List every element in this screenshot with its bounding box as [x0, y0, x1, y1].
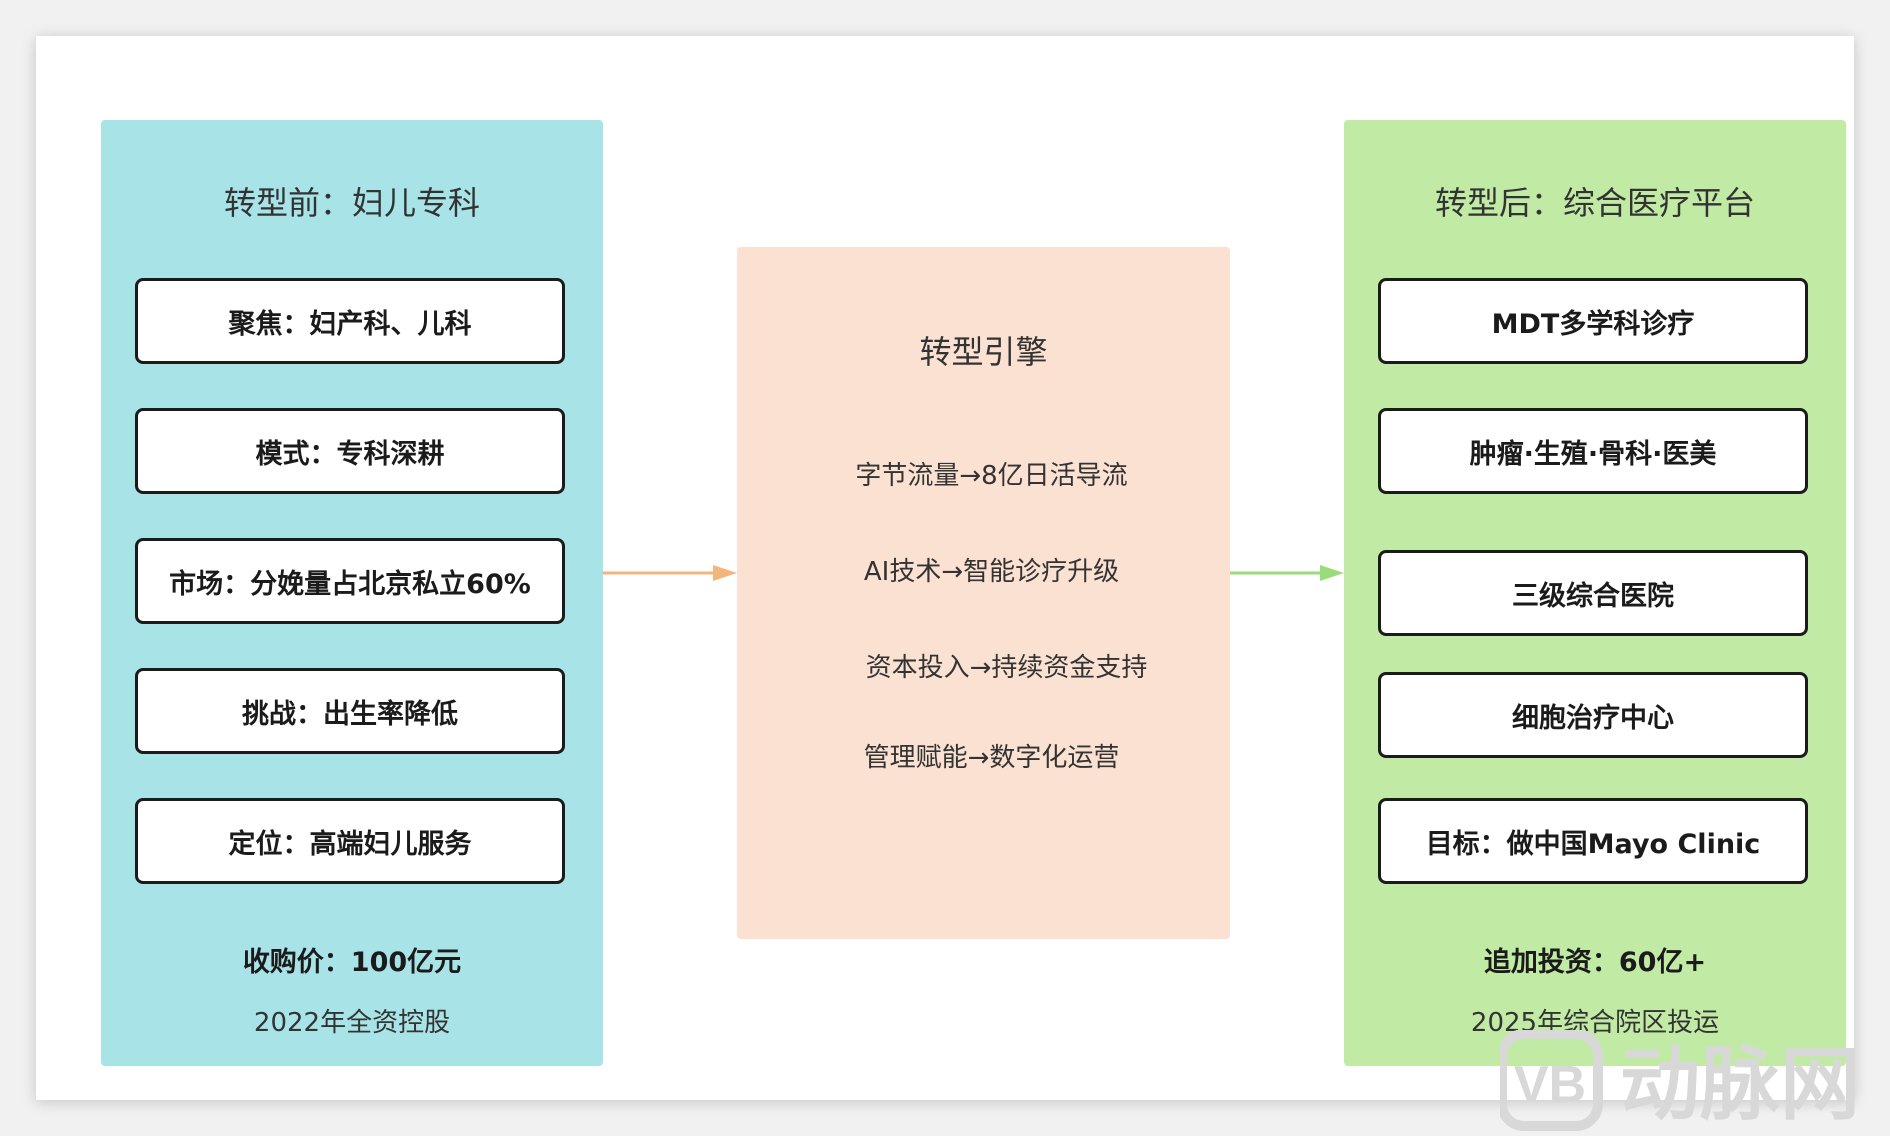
after-item-mdt: MDT多学科诊疗 — [1378, 278, 1808, 364]
before-acquisition-note: 2022年全资控股 — [253, 1008, 451, 1038]
arrow-before-to-engine — [603, 565, 737, 581]
panel-engine: 转型引擎 字节流量→8亿日活导流 AI技术→智能诊疗升级 资本投入→持续资金支持… — [737, 247, 1230, 939]
engine-item-ai: AI技术→智能诊疗升级 — [863, 557, 1120, 587]
before-item-challenge: 挑战：出生率降低 — [135, 668, 565, 754]
before-item-market: 市场：分娩量占北京私立60% — [135, 538, 565, 624]
panel-after: 转型后：综合医疗平台 MDT多学科诊疗 肿瘤·生殖·骨科·医美 三级综合医院 细… — [1344, 120, 1846, 1066]
panel-before-title: 转型前：妇儿专科 — [223, 184, 480, 222]
engine-item-capital: 资本投入→持续资金支持 — [865, 653, 1148, 683]
panel-before: 转型前：妇儿专科 聚焦：妇产科、儿科 模式：专科深耕 市场：分娩量占北京私立60… — [101, 120, 603, 1066]
before-item-positioning: 定位：高端妇儿服务 — [135, 798, 565, 884]
panel-engine-title: 转型引擎 — [919, 333, 1048, 371]
before-item-focus: 聚焦：妇产科、儿科 — [135, 278, 565, 364]
after-item-tertiary-hospital: 三级综合医院 — [1378, 550, 1808, 636]
engine-item-management: 管理赋能→数字化运营 — [863, 743, 1120, 773]
arrow-engine-to-after — [1230, 565, 1344, 581]
after-item-cell-therapy: 细胞治疗中心 — [1378, 672, 1808, 758]
after-investment: 追加投资：60亿+ — [1483, 947, 1707, 978]
watermark-logo-text: VB — [1514, 1056, 1586, 1114]
engine-item-traffic: 字节流量→8亿日活导流 — [855, 461, 1128, 491]
before-acquisition-price: 收购价：100亿元 — [242, 947, 462, 978]
diagram-canvas: 转型前：妇儿专科 聚焦：妇产科、儿科 模式：专科深耕 市场：分娩量占北京私立60… — [36, 36, 1854, 1100]
before-item-model: 模式：专科深耕 — [135, 408, 565, 494]
watermark-logo: VB 动脉网 — [1500, 1030, 1860, 1131]
panel-after-title: 转型后：综合医疗平台 — [1434, 184, 1755, 222]
after-item-specialties: 肿瘤·生殖·骨科·医美 — [1378, 408, 1808, 494]
after-item-goal: 目标：做中国Mayo Clinic — [1378, 798, 1808, 884]
watermark-brand-text: 动脉网 — [1620, 1038, 1860, 1131]
